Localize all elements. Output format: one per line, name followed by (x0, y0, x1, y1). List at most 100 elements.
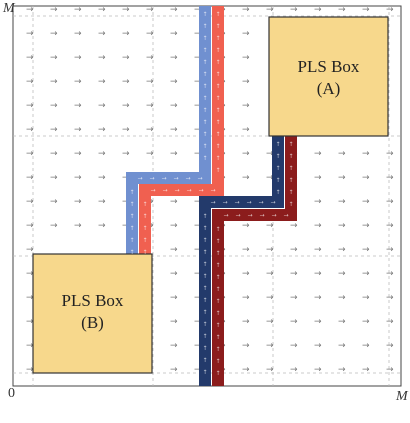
field-arrow-icon: → (170, 101, 178, 111)
field-arrow-icon: → (386, 5, 394, 15)
field-arrow-icon: → (170, 341, 178, 351)
path-arrow-icon: ↑ (202, 95, 207, 102)
path-arrow-icon: → (234, 199, 239, 206)
field-arrow-icon: → (146, 29, 154, 39)
field-arrow-icon: → (194, 221, 202, 231)
field-arrow-icon: → (314, 341, 322, 351)
field-arrow-icon: → (242, 101, 250, 111)
path-arrow-icon: ↑ (288, 165, 293, 172)
field-arrow-icon: → (242, 293, 250, 303)
path-arrow-icon: ↑ (129, 213, 134, 220)
field-arrow-icon: → (26, 125, 34, 135)
field-arrow-icon: → (50, 173, 58, 183)
pls-box-b-line2: (B) (81, 313, 104, 332)
path-arrow-icon: → (186, 187, 191, 194)
field-arrow-icon: → (386, 221, 394, 231)
path-arrow-icon: ↑ (215, 167, 220, 174)
path-arrow-icon: ↑ (129, 201, 134, 208)
path-arrow-icon: ↑ (275, 153, 280, 160)
field-arrow-icon: → (26, 149, 34, 159)
field-arrow-icon: → (290, 245, 298, 255)
field-arrow-icon: → (266, 317, 274, 327)
path-arrow-icon: ↑ (202, 131, 207, 138)
field-arrow-icon: → (362, 341, 370, 351)
path-arrow-icon: ↑ (202, 59, 207, 66)
path-arrow-icon: ↑ (202, 47, 207, 54)
field-arrow-icon: → (386, 341, 394, 351)
field-arrow-icon: → (146, 101, 154, 111)
field-arrow-icon: → (26, 5, 34, 15)
path-arrow-icon: ↑ (275, 177, 280, 184)
path-arrow-icon: → (185, 175, 190, 182)
field-arrow-icon: → (194, 245, 202, 255)
path-arrow-icon: ↑ (215, 370, 220, 377)
field-arrow-icon: → (194, 125, 202, 135)
field-arrow-icon: → (98, 101, 106, 111)
field-arrow-icon: → (98, 173, 106, 183)
path-arrow-icon: → (197, 175, 202, 182)
field-arrow-icon: → (50, 5, 58, 15)
field-arrow-icon: → (194, 29, 202, 39)
field-arrow-icon: → (74, 29, 82, 39)
path-arrow-icon: ↑ (215, 226, 220, 233)
field-arrow-icon: → (386, 245, 394, 255)
field-arrow-icon: → (122, 5, 130, 15)
path-arrow-icon: → (222, 199, 227, 206)
field-arrow-icon: → (290, 317, 298, 327)
field-arrow-icon: → (362, 293, 370, 303)
path-arrow-icon: ↑ (202, 285, 207, 292)
field-arrow-icon: → (194, 101, 202, 111)
field-arrow-icon: → (26, 293, 34, 303)
field-arrow-icon: → (146, 5, 154, 15)
path-arrow-icon: ↑ (202, 107, 207, 114)
blue-path (126, 6, 211, 256)
field-arrow-icon: → (98, 149, 106, 159)
field-arrow-icon: → (290, 269, 298, 279)
path-arrow-icon: → (258, 199, 263, 206)
field-arrow-icon: → (50, 221, 58, 231)
field-arrow-icon: → (26, 53, 34, 63)
field-arrow-icon: → (386, 269, 394, 279)
field-arrow-icon: → (290, 341, 298, 351)
path-arrow-icon: ↑ (215, 238, 220, 245)
field-arrow-icon: → (194, 293, 202, 303)
field-arrow-icon: → (170, 149, 178, 159)
path-arrow-icon: → (198, 187, 203, 194)
field-arrow-icon: → (386, 293, 394, 303)
path-arrow-icon: ↑ (215, 310, 220, 317)
field-arrow-icon: → (338, 245, 346, 255)
field-arrow-icon: → (290, 365, 298, 375)
path-arrow-icon: → (270, 199, 275, 206)
field-arrow-icon: → (314, 5, 322, 15)
path-arrow-icon: ↑ (202, 261, 207, 268)
field-arrow-icon: → (266, 293, 274, 303)
path-arrow-icon: ↑ (215, 95, 220, 102)
field-arrow-icon: → (266, 221, 274, 231)
path-arrow-icon: ↑ (202, 249, 207, 256)
field-arrow-icon: → (338, 293, 346, 303)
field-arrow-icon: → (122, 53, 130, 63)
pls-box-b: PLS Box (B) (32, 253, 153, 374)
path-arrow-icon: ↑ (129, 189, 134, 196)
pls-box-a-rect (268, 16, 389, 137)
field-arrow-icon: → (242, 5, 250, 15)
field-arrow-icon: → (146, 149, 154, 159)
field-arrow-icon: → (74, 53, 82, 63)
path-arrow-icon: ↑ (202, 333, 207, 340)
field-arrow-icon: → (242, 221, 250, 231)
field-arrow-icon: → (98, 53, 106, 63)
field-arrow-icon: → (338, 173, 346, 183)
field-arrow-icon: → (26, 101, 34, 111)
field-arrow-icon: → (386, 317, 394, 327)
path-arrow-icon: ↑ (142, 225, 147, 232)
field-arrow-icon: → (266, 269, 274, 279)
red-path (139, 6, 224, 256)
path-arrow-icon: ↑ (202, 35, 207, 42)
field-arrow-icon: → (98, 29, 106, 39)
path-arrow-icon: → (247, 212, 252, 219)
field-arrow-icon: → (314, 245, 322, 255)
path-arrow-icon: ↑ (215, 155, 220, 162)
pls-box-a: PLS Box (A) (268, 16, 389, 137)
field-arrow-icon: → (266, 365, 274, 375)
field-arrow-icon: → (314, 365, 322, 375)
